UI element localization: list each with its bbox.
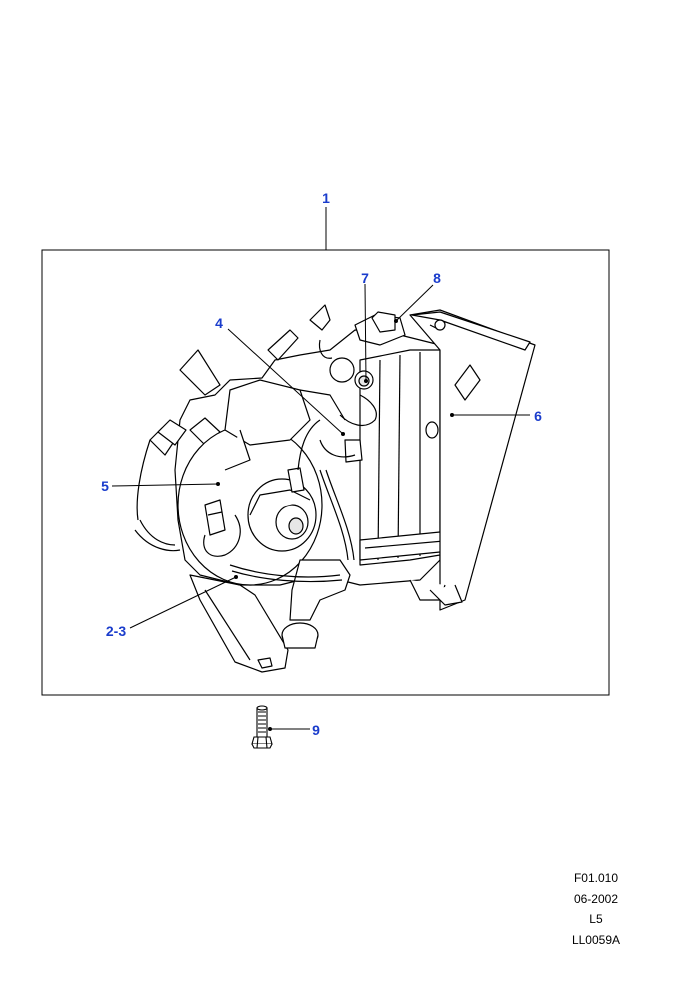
callout-9: 9: [312, 722, 320, 738]
callout-8: 8: [433, 270, 441, 286]
bolt-icon: [251, 705, 273, 749]
leader-4: [227, 328, 344, 435]
heater-blower-assembly: [149, 304, 536, 673]
assembly-frame: [41, 249, 610, 696]
drawing-id: LL0059A: [571, 932, 620, 947]
revision-date: 06-2002: [573, 891, 618, 906]
wiring-harness: [134, 339, 377, 583]
leader-2-3: [129, 576, 237, 629]
callout-1: 1: [322, 190, 330, 206]
drawing-reference-block: F01.010 06-2002 L5 LL0059A: [572, 868, 620, 950]
model-code: L5: [589, 912, 603, 926]
callout-6: 6: [534, 408, 542, 424]
callout-7: 7: [361, 270, 369, 286]
leader-8: [395, 284, 434, 322]
figure-ref: F01.010: [573, 871, 618, 885]
callout-2-3: 2-3: [106, 623, 126, 639]
leader-5: [111, 483, 219, 487]
callout-5: 5: [101, 478, 109, 494]
leader-dots: [216, 319, 454, 731]
leader-7: [364, 283, 367, 382]
leader-lines: [111, 283, 530, 730]
callout-4: 4: [215, 315, 223, 331]
